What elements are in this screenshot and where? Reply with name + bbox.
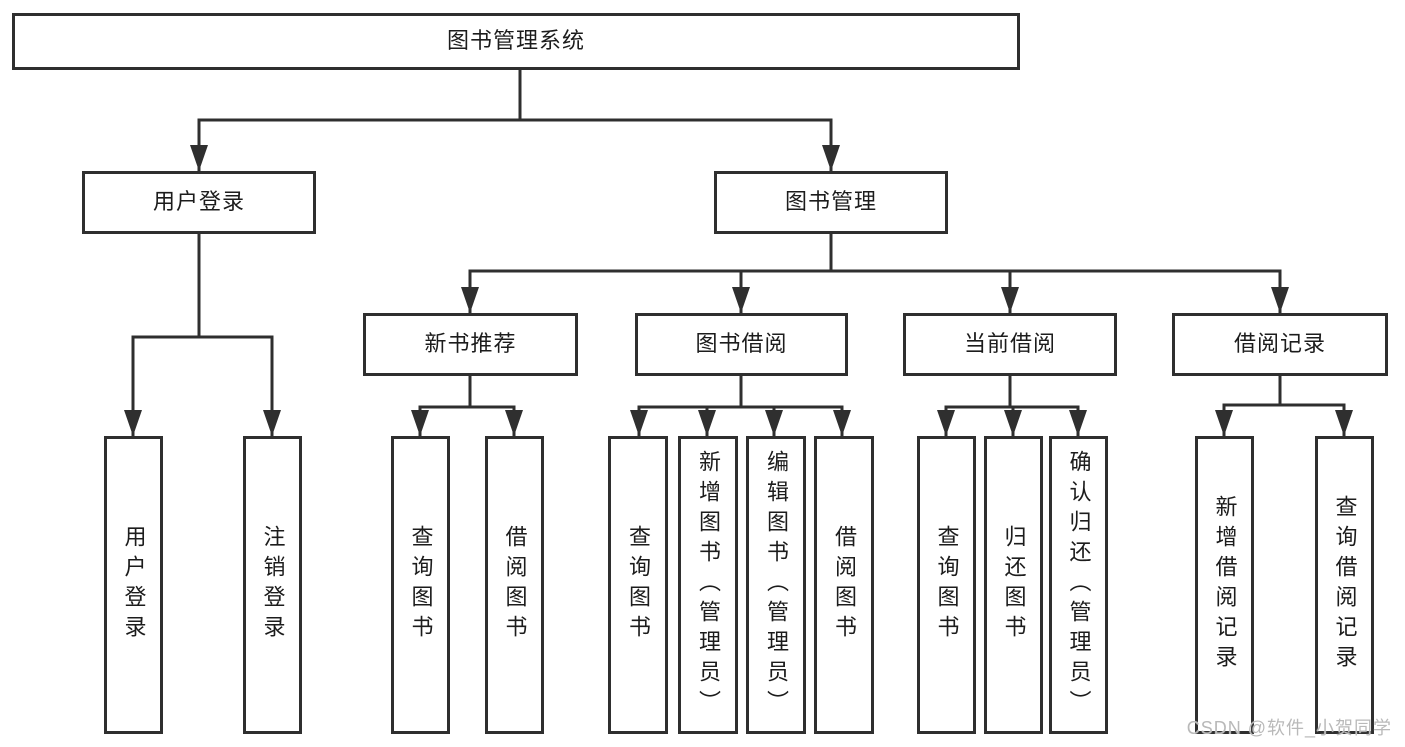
- arrow-down-icon: [698, 410, 716, 436]
- leaf-query-books-borrowing: 查询图书: [608, 436, 668, 734]
- arrow-down-icon: [765, 410, 783, 436]
- arrow-down-icon: [263, 410, 281, 436]
- leaf-query-books-recommend: 查询图书: [391, 436, 450, 734]
- arrow-down-icon: [1335, 410, 1353, 436]
- arrow-down-icon: [411, 410, 429, 436]
- leaf-borrow-books-borrowing: 借阅图书: [814, 436, 874, 734]
- tree-connector-path: [131, 70, 1346, 436]
- leaf-query-books-current: 查询图书: [917, 436, 976, 734]
- arrow-down-icon: [630, 410, 648, 436]
- node-library-management-system: 图书管理系统: [12, 13, 1020, 70]
- arrow-down-icon: [822, 145, 840, 171]
- arrow-down-icon: [1069, 410, 1087, 436]
- arrow-down-icon: [1215, 410, 1233, 436]
- leaf-confirm-return-admin: 确认归还（管理员）: [1049, 436, 1108, 734]
- node-book-borrowing: 图书借阅: [635, 313, 848, 376]
- arrow-down-icons: [124, 145, 1353, 436]
- arrow-down-icon: [461, 287, 479, 313]
- leaf-return-books: 归还图书: [984, 436, 1043, 734]
- node-current-borrowing: 当前借阅: [903, 313, 1117, 376]
- leaf-logout: 注销登录: [243, 436, 302, 734]
- arrow-down-icon: [190, 145, 208, 171]
- arrow-down-icon: [124, 410, 142, 436]
- leaf-query-borrow-record: 查询借阅记录: [1315, 436, 1374, 734]
- arrow-down-icon: [732, 287, 750, 313]
- node-user-login: 用户登录: [82, 171, 316, 234]
- arrow-down-icon: [833, 410, 851, 436]
- arrow-down-icon: [1271, 287, 1289, 313]
- arrow-down-icon: [937, 410, 955, 436]
- watermark: CSDN @软件_小贺同学: [1186, 718, 1392, 738]
- leaf-edit-books-admin: 编辑图书（管理员）: [746, 436, 806, 734]
- leaf-add-borrow-record: 新增借阅记录: [1195, 436, 1254, 734]
- arrow-down-icon: [1001, 287, 1019, 313]
- leaf-add-books-admin: 新增图书（管理员）: [678, 436, 738, 734]
- leaf-user-login: 用户登录: [104, 436, 163, 734]
- arrow-down-icon: [1004, 410, 1022, 436]
- leaf-borrow-books-recommend: 借阅图书: [485, 436, 544, 734]
- node-new-book-recommendation: 新书推荐: [363, 313, 578, 376]
- arrow-down-icon: [505, 410, 523, 436]
- node-book-management: 图书管理: [714, 171, 948, 234]
- node-borrowing-records: 借阅记录: [1172, 313, 1388, 376]
